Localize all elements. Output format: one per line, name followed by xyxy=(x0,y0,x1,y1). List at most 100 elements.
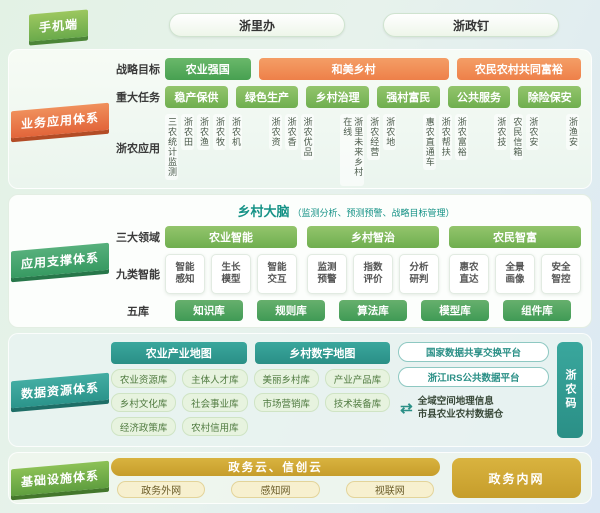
app-group-5: 浙农技 农民信箱 浙农安 xyxy=(494,114,540,186)
agri-app: 浙农渔 xyxy=(197,114,210,150)
agri-app: 浙农牧 xyxy=(213,114,226,150)
intelligence-card-label: 生长模型 xyxy=(221,262,241,285)
library-pill: 组件库 xyxy=(503,300,571,321)
zhenongma-tag: 浙农码 xyxy=(557,342,583,438)
intelligence-card-label: 智能交互 xyxy=(267,262,287,285)
intelligence-group-2: 监测预警 指数评价 分析研判 xyxy=(307,254,439,294)
task-pill: 稳产保供 xyxy=(165,86,228,108)
agri-app: 三农统计监测 xyxy=(165,114,178,180)
database-pill: 技术装备库 xyxy=(324,393,391,412)
exchange-arrow-icon: ⇄ xyxy=(400,399,413,417)
database-pill: 市场营销库 xyxy=(253,393,319,412)
agri-app: 浙农机 xyxy=(229,114,242,150)
library-pill: 模型库 xyxy=(421,300,489,321)
intelligence-card: 智能感知 xyxy=(165,254,205,294)
network-pills: 政务外网 感知网 视联网 xyxy=(111,481,440,498)
domain-pills: 农业智能 乡村智治 农民智富 xyxy=(165,226,581,248)
intelligence-card: 惠农直达 xyxy=(449,254,489,294)
agri-app-groups: 三农统计监测 浙农田 浙农渔 浙农牧 浙农机 浙农资 浙农香 浙农优品 浙里未来… xyxy=(165,114,581,186)
mobile-tag-column: 手机端 xyxy=(8,6,110,44)
national-exchange-platform: 国家数据共享交换平台 xyxy=(398,342,549,362)
village-digital-map: 乡村数字地图 xyxy=(254,342,391,364)
database-grid: 农业资源库 主体人才库 美丽乡村库 产业产品库 乡村文化库 社会事业库 市场营销… xyxy=(111,369,391,436)
mobile-section: 手机端 浙里办 浙政钉 xyxy=(8,6,592,44)
database-pill: 美丽乡村库 xyxy=(253,369,319,388)
database-pill: 乡村文化库 xyxy=(111,393,177,412)
agri-app: 浙农富裕 xyxy=(454,114,468,160)
data-left-block: 农业产业地图 乡村数字地图 农业资源库 主体人才库 美丽乡村库 产业产品库 乡村… xyxy=(111,342,391,438)
database-pill: 主体人才库 xyxy=(182,369,248,388)
agri-app: 浙里未来乡村在线 xyxy=(340,114,365,186)
geo-note-line2: 市县农业农村数据仓 xyxy=(417,409,504,420)
support-tag: 应用支撑体系 xyxy=(10,242,109,278)
infra-section: 基础设施体系 政务云、信创云 政务外网 感知网 视联网 政务内网 xyxy=(8,452,592,504)
library-pill: 知识库 xyxy=(175,300,243,321)
infra-tag: 基础设施体系 xyxy=(10,460,109,496)
support-content: 乡村大脑（监测分析、预测预警、战略目标管理） 三大领域 农业智能 乡村智治 农民… xyxy=(111,201,581,321)
library-pill: 算法库 xyxy=(339,300,407,321)
intelligence-card: 监测预警 xyxy=(307,254,347,294)
map-buttons: 农业产业地图 乡村数字地图 xyxy=(111,342,391,364)
agri-app: 浙农田 xyxy=(181,114,194,150)
infra-content: 政务云、信创云 政务外网 感知网 视联网 政务内网 xyxy=(111,458,581,498)
brain-note: （监测分析、预测预警、战略目标管理） xyxy=(292,208,455,218)
agri-industry-map: 农业产业地图 xyxy=(111,342,247,364)
zhejiang-irs-platform: 浙江IRS公共数据平台 xyxy=(398,367,549,387)
task-pill: 除险保安 xyxy=(518,86,582,108)
intelligence-card-label: 智能感知 xyxy=(175,262,195,285)
business-tag-label: 业务应用体系 xyxy=(20,110,99,131)
tasks-label: 重大任务 xyxy=(116,92,160,104)
agri-app: 浙渔安 xyxy=(565,114,579,150)
mobile-tag: 手机端 xyxy=(29,8,89,42)
business-content: 战略目标 农业强国 和美乡村 农民农村共同富裕 重大任务 稳产保供 绿色生产 乡… xyxy=(111,58,582,186)
gov-cloud-bar: 政务云、信创云 xyxy=(111,458,440,476)
intelligence-card: 分析研判 xyxy=(399,254,439,294)
gov-intranet-box: 政务内网 xyxy=(451,458,581,498)
agri-app: 浙农安 xyxy=(526,114,540,150)
geo-note-line1: 全域空间地理信息 xyxy=(417,396,494,407)
agri-app: 浙农帮扶 xyxy=(438,114,452,160)
task-pill: 公共服务 xyxy=(447,86,511,108)
intelligence-card: 智能交互 xyxy=(257,254,297,294)
domains-row: 三大领域 农业智能 乡村智治 农民智富 xyxy=(111,226,581,248)
task-pill: 绿色生产 xyxy=(235,86,299,108)
brain-title: 乡村大脑 xyxy=(237,204,290,219)
intelligence-card-label: 监测预警 xyxy=(317,262,337,285)
intelligence-card: 安全智控 xyxy=(541,254,581,294)
data-tag-label: 数据资源体系 xyxy=(20,380,99,401)
agri-app: 浙农优品 xyxy=(300,114,314,160)
strategy-pill: 农民农村共同富裕 xyxy=(456,58,581,80)
agri-app: 浙农经营 xyxy=(367,114,381,160)
database-pill: 产业产品库 xyxy=(324,369,391,388)
strategy-pills: 农业强国 和美乡村 农民农村共同富裕 xyxy=(165,58,581,80)
agri-app: 浙农香 xyxy=(284,114,298,150)
intelligence-row: 九类智能 智能感知 生长模型 智能交互 监测预警 指数评价 分析研判 惠农直达 xyxy=(111,254,581,294)
database-pill: 农业资源库 xyxy=(111,369,177,388)
intelligence-card: 全景画像 xyxy=(495,254,535,294)
intelligence-group-1: 智能感知 生长模型 智能交互 xyxy=(165,254,297,294)
data-section: 数据资源体系 农业产业地图 乡村数字地图 农业资源库 主体人才库 美丽乡村库 产… xyxy=(8,333,592,447)
domain-pill: 乡村智治 xyxy=(307,226,439,248)
village-brain-title: 乡村大脑（监测分析、预测预警、战略目标管理） xyxy=(111,201,581,221)
tasks-pills: 稳产保供 绿色生产 乡村治理 强村富民 公共服务 除险保安 xyxy=(165,86,582,108)
agri-app: 浙农资 xyxy=(268,114,282,150)
tasks-row: 重大任务 稳产保供 绿色生产 乡村治理 强村富民 公共服务 除险保安 xyxy=(111,86,582,108)
infra-tag-column: 基础设施体系 xyxy=(9,458,111,498)
data-tag: 数据资源体系 xyxy=(10,372,109,408)
library-pills: 知识库 规则库 算法库 模型库 组件库 xyxy=(165,300,581,321)
strategy-row: 战略目标 农业强国 和美乡村 农民农村共同富裕 xyxy=(111,58,581,80)
task-pill: 强村富民 xyxy=(377,86,440,108)
network-pill: 感知网 xyxy=(231,481,320,498)
libraries-row: 五库 知识库 规则库 算法库 模型库 组件库 xyxy=(111,300,581,321)
app-zheliban: 浙里办 xyxy=(169,13,345,37)
intelligence-label: 九类智能 xyxy=(116,269,160,281)
strategy-label: 战略目标 xyxy=(116,64,160,76)
business-tag-column: 业务应用体系 xyxy=(9,58,111,182)
intelligence-card-label: 安全智控 xyxy=(551,262,571,285)
agri-app: 浙农技 xyxy=(494,114,508,150)
data-tag-column: 数据资源体系 xyxy=(9,342,111,438)
intelligence-card-label: 惠农直达 xyxy=(459,262,479,285)
database-pill: 社会事业库 xyxy=(182,393,248,412)
database-pill: 农村信用库 xyxy=(182,417,248,436)
